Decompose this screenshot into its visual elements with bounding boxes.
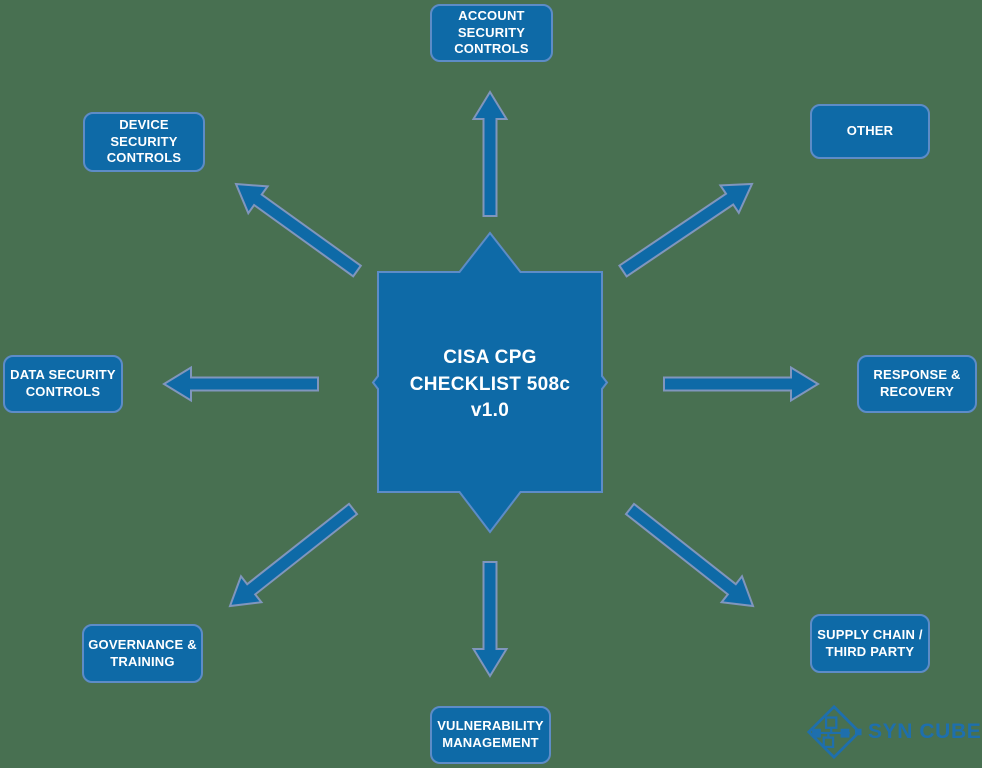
node-label: SUPPLY CHAIN / THIRD PARTY	[817, 626, 923, 659]
node-device-security-controls: DEVICE SECURITY CONTROLS	[83, 112, 205, 172]
arrow-up	[471, 90, 509, 217]
node-label: ACCOUNT SECURITY CONTROLS	[454, 7, 529, 57]
node-label: GOVERNANCE & TRAINING	[88, 636, 197, 669]
center-star-shape	[371, 231, 609, 534]
arrow-down	[471, 561, 509, 678]
arrow-down-left	[228, 502, 359, 608]
arrow-right	[663, 365, 820, 403]
node-label: OTHER	[846, 123, 894, 139]
center-star-label: CISA CPG CHECKLIST 508c v1.0	[409, 347, 571, 422]
node-account-security-controls: ACCOUNT SECURITY CONTROLS	[430, 4, 553, 62]
node-label: RESPONSE & RECOVERY	[873, 367, 961, 399]
arrow-left	[162, 365, 319, 403]
node-data-security-controls: DATA SECURITY CONTROLS	[3, 355, 123, 413]
syn-cubes-logo-text: SYN CUBES	[868, 720, 982, 743]
node-label: VULNERABILITY MANAGEMENT	[437, 718, 544, 750]
node-label: DATA SECURITY CONTROLS	[10, 367, 116, 399]
syn-cubes-logo-icon	[806, 704, 862, 760]
arrow-up-left	[234, 182, 363, 278]
arrow-up-right	[618, 182, 754, 278]
node-vulnerability-management: VULNERABILITY MANAGEMENT	[430, 706, 551, 764]
node-label: DEVICE SECURITY CONTROLS	[106, 116, 182, 166]
syn-cubes-logo: SYN CUBES	[806, 703, 982, 761]
arrow-down-right	[624, 502, 755, 608]
node-response-recovery: RESPONSE & RECOVERY	[857, 355, 977, 413]
node-supply-chain-third-party: SUPPLY CHAIN / THIRD PARTY	[810, 614, 930, 673]
node-governance-training: GOVERNANCE & TRAINING	[82, 624, 203, 683]
node-other: OTHER	[810, 104, 930, 159]
